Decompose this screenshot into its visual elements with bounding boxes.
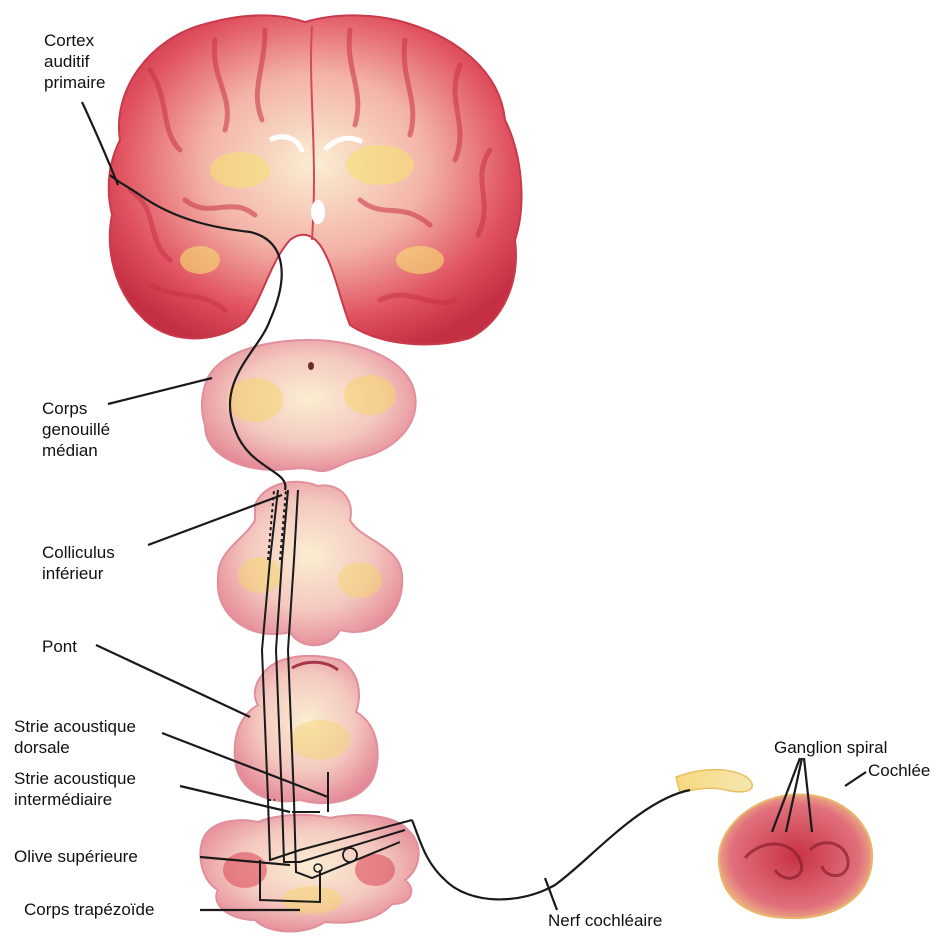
label-nerf-cochleaire: Nerf cochléaire bbox=[548, 910, 662, 931]
label-line: médian bbox=[42, 440, 110, 461]
label-pont: Pont bbox=[42, 636, 77, 657]
label-strie-acoustique-dorsale: Strie acoustique dorsale bbox=[14, 716, 136, 758]
pons-slice bbox=[235, 656, 378, 803]
label-strie-acoustique-intermediaire: Strie acoustique intermédiaire bbox=[14, 768, 136, 810]
label-line: Pont bbox=[42, 636, 77, 657]
label-line: Colliculus bbox=[42, 542, 115, 563]
label-line: intermédiaire bbox=[14, 789, 136, 810]
label-line: Strie acoustique bbox=[14, 768, 136, 789]
cochlea bbox=[676, 770, 872, 919]
brain-coronal-section bbox=[109, 15, 522, 344]
medulla-slice bbox=[200, 815, 418, 932]
label-line: Cochlée bbox=[868, 760, 930, 781]
label-line: auditif bbox=[44, 51, 105, 72]
leader-cortex bbox=[82, 102, 118, 185]
label-line: Corps trapézoïde bbox=[24, 899, 154, 920]
label-cochlee: Cochlée bbox=[868, 760, 930, 781]
thalamus-slice bbox=[202, 340, 416, 471]
leader-nerf bbox=[545, 878, 557, 910]
label-olive-superieure: Olive supérieure bbox=[14, 846, 138, 867]
label-line: Strie acoustique bbox=[14, 716, 136, 737]
label-corps-trapezoide: Corps trapézoïde bbox=[24, 899, 154, 920]
label-line: Nerf cochléaire bbox=[548, 910, 662, 931]
label-line: Corps bbox=[42, 398, 110, 419]
label-cortex-auditif-primaire: Cortex auditif primaire bbox=[44, 30, 105, 93]
label-ganglion-spiral: Ganglion spiral bbox=[774, 737, 887, 758]
midbrain-slice bbox=[218, 482, 402, 645]
leader-pont bbox=[96, 645, 250, 717]
label-line: dorsale bbox=[14, 737, 136, 758]
label-line: genouillé bbox=[42, 419, 110, 440]
leader-cochlee bbox=[845, 772, 866, 786]
label-line: Olive supérieure bbox=[14, 846, 138, 867]
label-corps-genouille-median: Corps genouillé médian bbox=[42, 398, 110, 461]
leader-genouille bbox=[108, 378, 212, 404]
label-line: Ganglion spiral bbox=[774, 737, 887, 758]
label-colliculus-inferieur: Colliculus inférieur bbox=[42, 542, 115, 584]
label-line: Cortex bbox=[44, 30, 105, 51]
label-line: primaire bbox=[44, 72, 105, 93]
label-line: inférieur bbox=[42, 563, 115, 584]
